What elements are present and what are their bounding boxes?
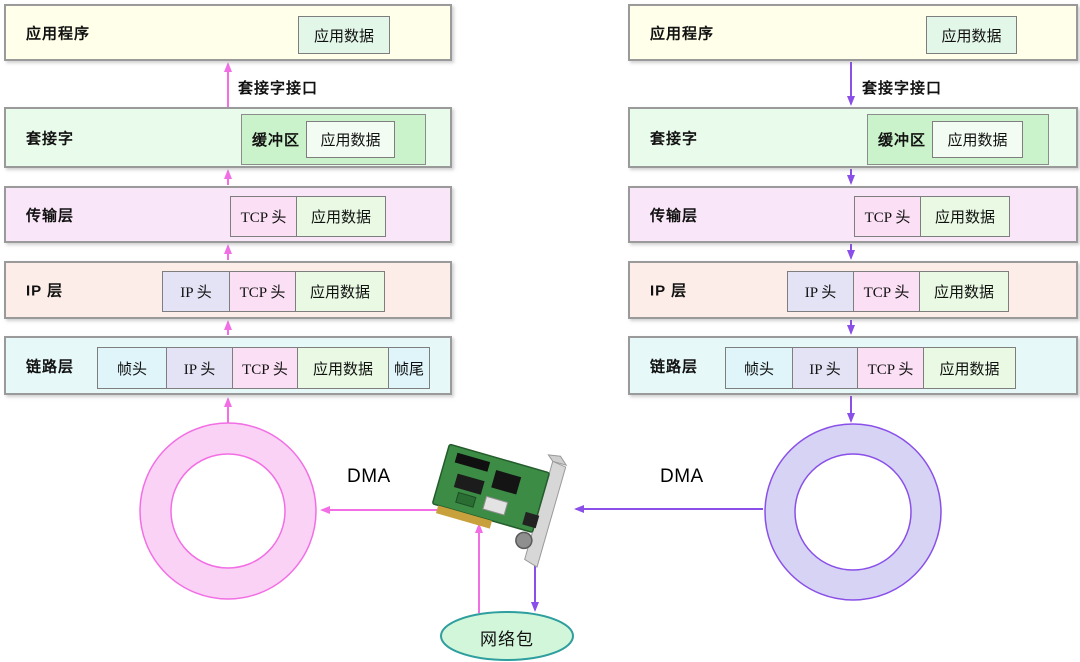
tx-ring-icon: [764, 423, 942, 601]
segment-label: 应用数据: [947, 133, 1008, 149]
left-socket-layer: 套接字 缓冲区 应用数据: [4, 107, 452, 168]
segment-label: 应用数据: [941, 28, 1002, 45]
layer-label: 链路层: [26, 358, 75, 375]
segment-label: 应用数据: [313, 28, 374, 45]
segment-label: 应用数据: [320, 133, 381, 149]
app-data-segment: 应用数据: [298, 16, 390, 54]
layer-label: 套接字: [650, 130, 699, 147]
segment-label: 帧头: [743, 361, 774, 378]
socket-interface-label-right: 套接字接口: [862, 80, 943, 97]
segment-label: TCP 头: [863, 285, 910, 301]
right-application-layer: 应用程序 应用数据: [628, 4, 1078, 61]
dma-label-left: DMA: [347, 466, 391, 487]
layer-label: 应用程序: [650, 25, 715, 42]
dma-label-right: DMA: [660, 466, 704, 487]
socket-buffer-box: 缓冲区 应用数据: [241, 114, 426, 165]
app-data-segment: 应用数据: [932, 121, 1024, 158]
segment-label: 应用数据: [934, 210, 995, 226]
frame-header-segment: 帧头: [725, 347, 793, 389]
ip-header-segment: IP 头: [166, 347, 233, 389]
layer-label: 应用程序: [26, 25, 91, 42]
network-packet-label: 网络包: [480, 630, 534, 649]
segment-label: 应用数据: [939, 361, 1000, 378]
app-data-segment: 应用数据: [295, 271, 385, 312]
segment-label: 应用数据: [312, 361, 373, 378]
left-transport-layer: 传输层 TCP 头 应用数据: [4, 186, 452, 243]
layer-label: IP 层: [650, 282, 688, 300]
layer-label: 传输层: [650, 207, 699, 224]
left-application-layer: 应用程序 应用数据: [4, 4, 452, 61]
tcp-header-segment: TCP 头: [857, 347, 924, 389]
socket-interface-label-left: 套接字接口: [238, 80, 319, 97]
layer-label: 套接字: [26, 130, 75, 147]
segment-label: 应用数据: [310, 210, 371, 226]
app-data-segment: 应用数据: [926, 16, 1017, 54]
ip-header-segment: IP 头: [787, 271, 854, 312]
buffer-label: 缓冲区: [878, 132, 927, 149]
tcp-header-segment: TCP 头: [853, 271, 920, 312]
app-data-segment: 应用数据: [297, 347, 389, 389]
network-packet-ellipse: [440, 611, 574, 661]
segment-label: 帧头: [116, 361, 147, 378]
rx-ring-icon: [139, 422, 317, 600]
right-socket-layer: 套接字 缓冲区 应用数据: [628, 107, 1078, 168]
tcp-header-segment: TCP 头: [230, 196, 297, 237]
frame-tail-segment: 帧尾: [388, 347, 430, 389]
left-ip-layer: IP 层 IP 头 TCP 头 应用数据: [4, 261, 452, 319]
tcp-header-segment: TCP 头: [232, 347, 298, 389]
segment-label: TCP 头: [867, 361, 914, 378]
layer-label: IP 层: [26, 282, 64, 300]
segment-label: IP 头: [183, 361, 216, 378]
segment-label: TCP 头: [864, 210, 911, 226]
segment-label: IP 头: [804, 285, 837, 301]
layer-label: 传输层: [26, 207, 75, 224]
layer-label: 链路层: [650, 358, 699, 375]
segment-label: IP 头: [809, 361, 841, 378]
app-data-segment: 应用数据: [306, 121, 396, 158]
segment-label: TCP 头: [242, 361, 288, 378]
segment-label: 应用数据: [309, 285, 370, 301]
ip-header-segment: IP 头: [162, 271, 230, 312]
segment-label: 应用数据: [933, 285, 994, 301]
left-link-layer: 链路层 帧头 IP 头 TCP 头 应用数据 帧尾: [4, 336, 452, 395]
frame-header-segment: 帧头: [97, 347, 167, 389]
rx-arrows: [224, 62, 483, 613]
app-data-segment: 应用数据: [296, 196, 386, 237]
segment-label: TCP 头: [239, 285, 286, 301]
app-data-segment: 应用数据: [923, 347, 1016, 389]
segment-label: 帧尾: [393, 361, 424, 378]
buffer-label: 缓冲区: [252, 132, 301, 149]
right-link-layer: 链路层 帧头 IP 头 TCP 头 应用数据: [628, 336, 1078, 395]
app-data-segment: 应用数据: [920, 196, 1010, 237]
tcp-header-segment: TCP 头: [854, 196, 921, 237]
segment-label: IP 头: [180, 285, 212, 301]
right-ip-layer: IP 层 IP 头 TCP 头 应用数据: [628, 261, 1078, 319]
tcp-header-segment: TCP 头: [229, 271, 296, 312]
right-transport-layer: 传输层 TCP 头 应用数据: [628, 186, 1078, 243]
ip-header-segment: IP 头: [792, 347, 858, 389]
network-card-image: [432, 443, 568, 568]
segment-label: TCP 头: [240, 210, 287, 226]
socket-buffer-box: 缓冲区 应用数据: [867, 114, 1049, 165]
app-data-segment: 应用数据: [919, 271, 1009, 312]
